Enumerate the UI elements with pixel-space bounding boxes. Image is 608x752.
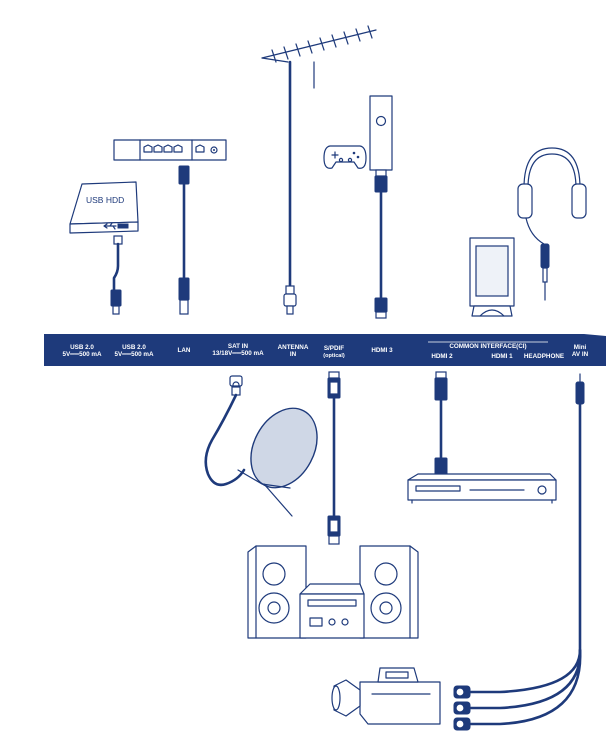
port-antenna-label: ANTENNA xyxy=(278,344,309,351)
port-usb2-label: USB 2.0 xyxy=(122,344,146,351)
usb-hdd-label: USB HDD xyxy=(86,195,124,205)
camcorder-icon xyxy=(331,667,441,725)
port-usb1-power-label: 5V══500 mA xyxy=(62,351,101,358)
port-sat-power-label: 13/18V══500 mA xyxy=(212,350,264,357)
port-antenna-in-label: IN xyxy=(290,351,297,358)
hdmi3-cable xyxy=(374,169,388,319)
dvd-player xyxy=(407,473,557,504)
tv-connector-panel: USB 2.0 5V══500 mA USB 2.0 5V══500 mA LA… xyxy=(44,334,606,366)
port-usb2-power-label: 5V══500 mA xyxy=(114,351,153,358)
tv-antenna xyxy=(261,25,377,315)
ethernet-ports xyxy=(143,144,205,153)
port-hdmi1-label: HDMI 1 xyxy=(491,353,513,360)
rca-plugs xyxy=(453,685,471,731)
antenna-elements xyxy=(271,25,373,63)
port-avin-in-label: AV IN xyxy=(572,351,589,358)
port-spdif-label: S/PDIF xyxy=(324,345,344,352)
satellite-dish xyxy=(204,375,318,517)
port-hdmi2-label: HDMI 2 xyxy=(431,353,453,360)
right-speaker xyxy=(359,545,419,639)
amplifier xyxy=(299,583,365,639)
game-console-device xyxy=(369,95,393,171)
lan-cable xyxy=(178,165,190,315)
port-avin-label: Mini xyxy=(574,344,587,351)
gamepad-icon xyxy=(323,145,367,169)
port-lan-label: LAN xyxy=(178,347,191,354)
port-ci-label: COMMON INTERFACE(CI) xyxy=(449,343,526,350)
hifi-system xyxy=(247,545,419,639)
port-headphone-label: HEADPHONE xyxy=(524,353,564,360)
hdmi2-cable xyxy=(434,371,448,481)
spdif-cable xyxy=(327,371,341,545)
usb-hdd-device: USB HDD xyxy=(69,181,139,234)
port-spdif-optical-label: (optical) xyxy=(323,353,345,359)
port-sat-label: SAT IN xyxy=(228,343,249,350)
ci-module xyxy=(469,237,515,317)
port-usb1-label: USB 2.0 xyxy=(70,344,94,351)
network-switch-device xyxy=(113,139,227,161)
av-cable xyxy=(453,373,585,731)
left-speaker xyxy=(247,545,307,639)
port-hdmi3-label: HDMI 3 xyxy=(371,347,393,354)
usb-hdd-cable xyxy=(110,235,123,315)
headphones-icon xyxy=(517,147,587,301)
